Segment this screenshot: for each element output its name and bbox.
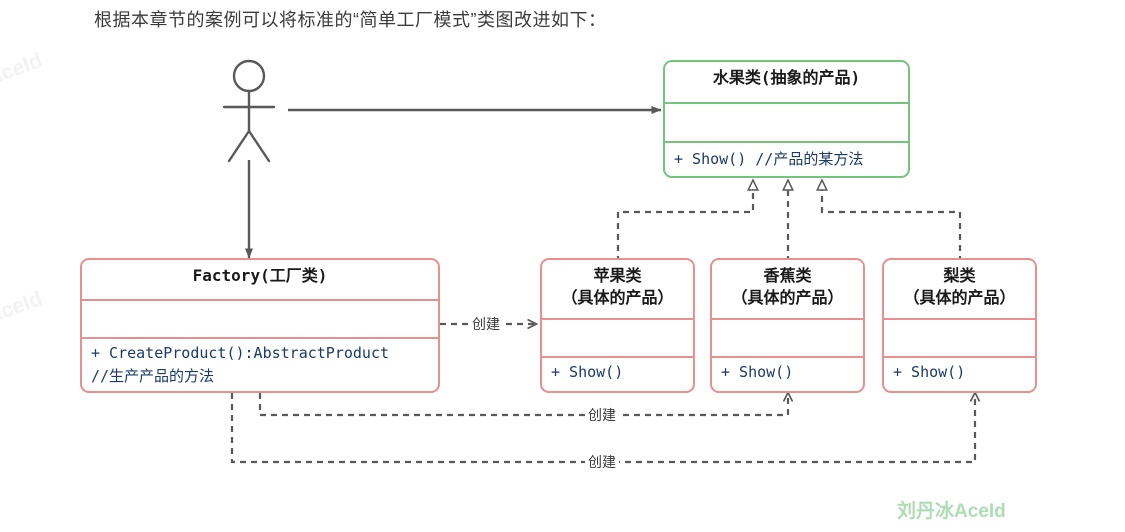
class-box-abstract-product[interactable]: 水果类(抽象的产品) + Show() //产品的某方法 (663, 60, 910, 178)
class-methods-pear: + Show() (884, 356, 1035, 391)
edge-realize-pear (816, 178, 962, 262)
class-methods-factory: + CreateProduct():AbstractProduct //生产产品… (82, 337, 438, 391)
method-factory-comment: //生产产品的方法 (91, 367, 215, 385)
class-title-banana: 香蕉类 （具体的产品） (712, 260, 863, 318)
class-attributes-apple (542, 318, 693, 356)
class-title-pear-sub: （具体的产品） (903, 288, 1016, 307)
class-box-apple[interactable]: 苹果类 （具体的产品） + Show() (540, 258, 695, 393)
edge-label-create-banana: 创建 (585, 405, 619, 425)
class-title-banana-main: 香蕉类 (763, 266, 812, 285)
method-abstract-show: + Show() //产品的某方法 (674, 150, 864, 168)
class-attributes-abstract-product (665, 102, 908, 141)
class-title-apple: 苹果类 （具体的产品） (542, 260, 693, 318)
edge-create-banana (258, 393, 788, 417)
class-title-apple-sub: （具体的产品） (561, 288, 674, 307)
class-attributes-factory (82, 299, 438, 337)
watermark-brand: 刘丹冰AceId (897, 501, 1006, 522)
class-title-banana-sub: （具体的产品） (731, 288, 844, 307)
class-methods-apple: + Show() (542, 356, 693, 391)
method-apple-show: + Show() (551, 363, 624, 381)
method-pear-show: + Show() (893, 363, 966, 381)
actor-leg-right (247, 129, 271, 163)
class-attributes-pear (884, 318, 1035, 356)
class-title-pear-main: 梨类 (943, 266, 976, 285)
class-title-apple-main: 苹果类 (593, 266, 642, 285)
page-caption: 根据本章节的案例可以将标准的“简单工厂模式”类图改进如下： (94, 10, 607, 30)
actor-figure (222, 59, 276, 163)
class-title-abstract-product: 水果类(抽象的产品) (712, 68, 861, 87)
class-attributes-banana (712, 318, 863, 356)
class-title-factory: Factory(工厂类) (192, 266, 328, 285)
class-box-banana[interactable]: 香蕉类 （具体的产品） + Show() (710, 258, 865, 393)
edge-realize-apple (616, 178, 759, 262)
method-banana-show: + Show() (721, 363, 794, 381)
edge-label-create-pear: 创建 (585, 452, 619, 472)
actor-leg-left (227, 129, 251, 163)
actor-head (232, 59, 266, 93)
class-title-pear: 梨类 （具体的产品） (884, 260, 1035, 318)
class-box-factory[interactable]: Factory(工厂类) + CreateProduct():AbstractP… (80, 258, 440, 393)
class-methods-abstract-product: + Show() //产品的某方法 (665, 141, 908, 176)
class-box-pear[interactable]: 梨类 （具体的产品） + Show() (882, 258, 1037, 393)
class-methods-banana: + Show() (712, 356, 863, 391)
method-factory-createproduct: + CreateProduct():AbstractProduct (91, 344, 390, 362)
edge-label-create-apple: 创建 (469, 314, 503, 334)
